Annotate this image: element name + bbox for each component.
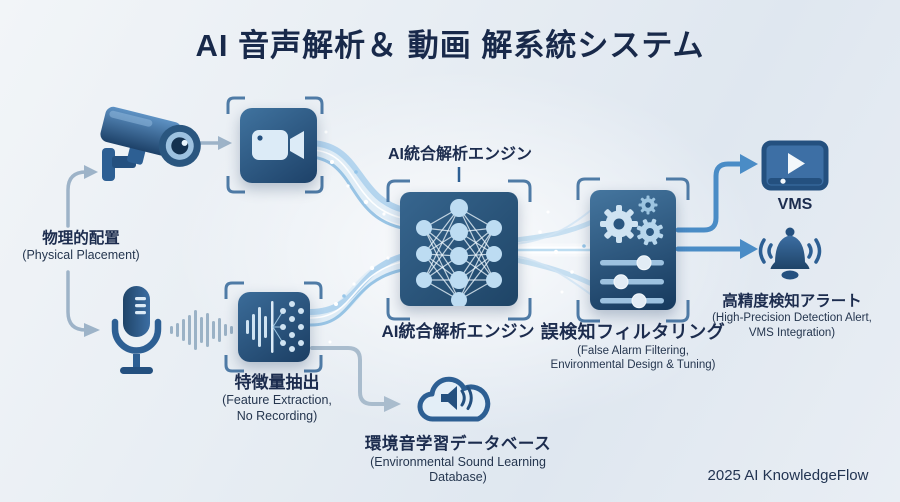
sound-database-label-en2: Database) xyxy=(429,470,487,485)
alert-label-en2: VMS Integration) xyxy=(748,326,836,339)
neural-network-icon xyxy=(416,199,502,306)
feature-extraction-label-en2: No Recording) xyxy=(236,408,318,423)
false-alarm-filter-label-en2: Environmental Design & Tuning) xyxy=(550,358,716,371)
sound-database-label-jp: 環境音学習データベース xyxy=(364,435,552,453)
feature-extraction-label-en1: (Feature Extraction, xyxy=(222,393,332,408)
ai-engine-chip xyxy=(400,192,518,306)
video-camera-icon xyxy=(252,130,304,160)
feature-extraction-chip xyxy=(238,292,310,362)
sound-database-label-en1: (Environmental Sound Learning xyxy=(370,454,546,469)
cloud-speaker-icon xyxy=(405,366,505,435)
false-alarm-filter-chip xyxy=(590,190,676,310)
video-monitor-icon xyxy=(761,140,829,199)
false-alarm-filter-label-jp: 誤検知フィルタリング xyxy=(540,322,726,342)
sound-database-label: 環境音学習データベース (Environmental Sound Learnin… xyxy=(332,434,584,486)
watermark-text: 2025 AI KnowledgeFlow xyxy=(707,467,869,484)
video-input-chip xyxy=(240,108,317,183)
physical-placement-label: 物理的配置 (Physical Placement) xyxy=(2,229,160,264)
false-alarm-filter-label: 誤検知フィルタリング (False Alarm Filtering, Envir… xyxy=(508,321,758,372)
ai-engine-label-bottom: AI統合解析エンジン xyxy=(381,322,535,341)
feature-extraction-label: 特徴量抽出 (Feature Extraction, No Recording) xyxy=(180,372,374,425)
alert-label-en1: (High-Precision Detection Alert, xyxy=(712,312,872,325)
ai-engine-label-top: AI統合解析エンジン xyxy=(387,146,532,163)
physical-placement-label-jp: 物理的配置 xyxy=(42,230,120,247)
gears-and-sliders-icon xyxy=(600,195,664,309)
false-alarm-filter-label-en1: (False Alarm Filtering, xyxy=(577,344,689,357)
feature-extraction-icon xyxy=(246,301,304,353)
feature-extraction-label-jp: 特徴量抽出 xyxy=(234,373,320,392)
alert-label-jp: 高精度検知アラート xyxy=(722,293,862,310)
diagram-title: AI 音声解析＆ 動画 解系統システム xyxy=(195,28,705,63)
microphone-icon xyxy=(103,282,169,383)
cctv-camera-icon xyxy=(88,96,208,197)
alert-bell-icon xyxy=(750,220,830,293)
physical-placement-label-en: (Physical Placement) xyxy=(22,248,140,263)
alert-label: 高精度検知アラート (High-Precision Detection Aler… xyxy=(666,292,900,340)
vms-label: VMS xyxy=(777,196,813,213)
